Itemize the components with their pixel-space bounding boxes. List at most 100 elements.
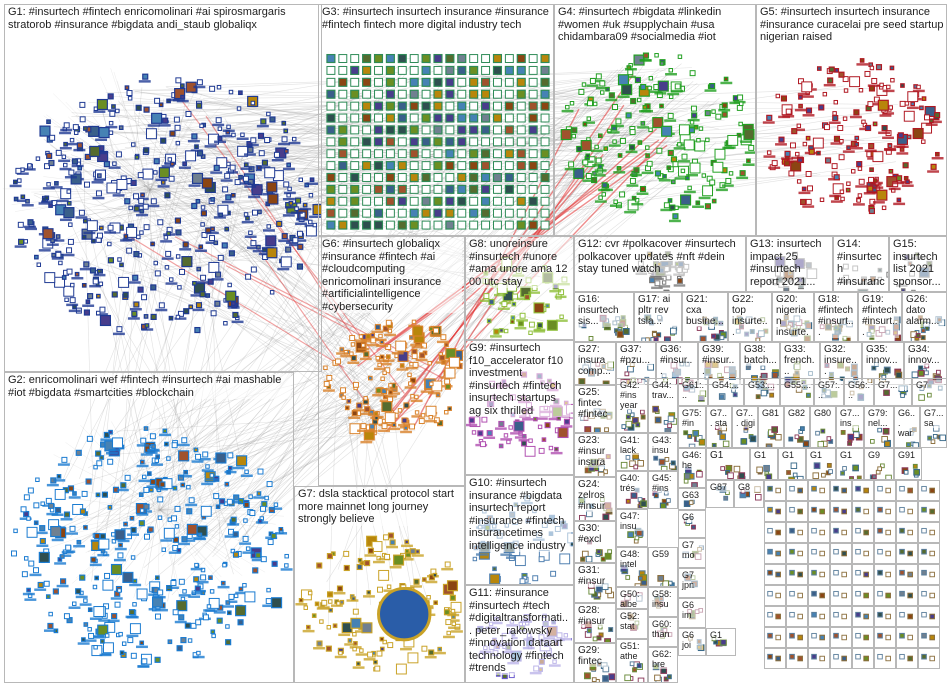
graph-node[interactable] — [494, 185, 502, 193]
graph-node[interactable] — [29, 561, 34, 566]
graph-node[interactable] — [886, 656, 891, 661]
graph-node[interactable] — [150, 488, 153, 491]
graph-node[interactable] — [237, 456, 247, 466]
graph-node[interactable] — [761, 366, 765, 370]
graph-node[interactable] — [697, 471, 703, 477]
graph-node[interactable] — [267, 248, 277, 258]
graph-node[interactable] — [158, 590, 163, 595]
graph-node[interactable] — [398, 138, 406, 146]
graph-node[interactable] — [561, 130, 571, 140]
graph-node[interactable] — [787, 471, 791, 475]
graph-node[interactable] — [108, 258, 113, 263]
graph-node[interactable] — [177, 601, 187, 611]
graph-node[interactable] — [853, 465, 859, 471]
graph-node[interactable] — [555, 447, 558, 450]
graph-node[interactable] — [633, 668, 637, 672]
graph-node[interactable] — [505, 174, 513, 182]
graph-node[interactable] — [266, 599, 271, 604]
graph-node[interactable] — [790, 507, 795, 512]
graph-node[interactable] — [34, 568, 39, 573]
graph-node[interactable] — [195, 328, 200, 333]
graph-node[interactable] — [44, 581, 49, 586]
graph-node[interactable] — [806, 172, 811, 177]
graph-node[interactable] — [856, 528, 861, 533]
graph-node[interactable] — [857, 476, 861, 479]
graph-node[interactable] — [339, 138, 347, 146]
graph-node[interactable] — [396, 664, 406, 674]
graph-node[interactable] — [189, 305, 192, 308]
graph-node[interactable] — [661, 466, 667, 470]
graph-node[interactable] — [181, 95, 184, 98]
graph-node[interactable] — [884, 390, 890, 396]
graph-node[interactable] — [632, 196, 635, 199]
graph-node[interactable] — [36, 478, 39, 481]
graph-node[interactable] — [529, 439, 532, 442]
graph-node[interactable] — [482, 174, 490, 182]
graph-node[interactable] — [225, 227, 228, 230]
graph-node[interactable] — [908, 92, 918, 102]
graph-node[interactable] — [312, 614, 315, 617]
graph-node[interactable] — [50, 135, 55, 140]
graph-node[interactable] — [936, 370, 940, 374]
graph-node[interactable] — [487, 319, 490, 322]
graph-node[interactable] — [308, 591, 311, 594]
graph-node[interactable] — [350, 352, 353, 355]
graph-node[interactable] — [176, 315, 179, 318]
graph-node[interactable] — [47, 153, 52, 158]
graph-node[interactable] — [405, 540, 408, 543]
graph-node[interactable] — [109, 430, 112, 433]
graph-node[interactable] — [69, 223, 72, 226]
graph-node[interactable] — [505, 78, 513, 86]
graph-node[interactable] — [363, 78, 371, 86]
graph-node[interactable] — [408, 653, 418, 663]
graph-node[interactable] — [722, 112, 727, 117]
graph-node[interactable] — [103, 580, 113, 590]
graph-node[interactable] — [351, 221, 359, 229]
graph-node[interactable] — [930, 530, 935, 535]
graph-node[interactable] — [195, 563, 198, 566]
graph-node[interactable] — [635, 536, 639, 540]
graph-node[interactable] — [494, 162, 502, 170]
graph-node[interactable] — [92, 239, 95, 242]
graph-node[interactable] — [315, 602, 318, 605]
graph-node[interactable] — [434, 150, 442, 158]
graph-node[interactable] — [458, 174, 466, 182]
graph-node[interactable] — [665, 429, 671, 432]
graph-node[interactable] — [421, 414, 424, 417]
graph-node[interactable] — [370, 424, 375, 429]
graph-node[interactable] — [768, 591, 773, 596]
graph-node[interactable] — [91, 268, 96, 273]
graph-node[interactable] — [517, 114, 525, 122]
graph-node[interactable] — [801, 427, 805, 431]
graph-node[interactable] — [598, 472, 604, 476]
graph-node[interactable] — [601, 557, 605, 561]
graph-node[interactable] — [790, 486, 795, 491]
graph-node[interactable] — [212, 634, 215, 637]
graph-node[interactable] — [353, 633, 356, 636]
graph-node[interactable] — [293, 238, 298, 243]
graph-node[interactable] — [150, 479, 155, 484]
graph-node[interactable] — [120, 651, 123, 654]
graph-node[interactable] — [266, 236, 276, 246]
graph-node[interactable] — [620, 138, 625, 143]
graph-node[interactable] — [286, 247, 291, 252]
graph-node[interactable] — [870, 66, 873, 69]
graph-node[interactable] — [660, 104, 663, 107]
graph-node[interactable] — [328, 592, 333, 597]
graph-node[interactable] — [820, 593, 825, 598]
graph-node[interactable] — [201, 223, 204, 226]
graph-node[interactable] — [517, 90, 525, 98]
graph-node[interactable] — [917, 85, 920, 88]
graph-node[interactable] — [913, 443, 919, 447]
graph-node[interactable] — [186, 151, 196, 161]
graph-node[interactable] — [100, 307, 105, 312]
graph-node[interactable] — [368, 548, 373, 553]
graph-node[interactable] — [412, 320, 415, 323]
graph-node[interactable] — [79, 210, 84, 215]
graph-node[interactable] — [470, 102, 478, 110]
graph-node[interactable] — [351, 138, 359, 146]
graph-node[interactable] — [522, 435, 525, 438]
graph-node[interactable] — [820, 198, 823, 201]
graph-node[interactable] — [165, 266, 168, 269]
graph-node[interactable] — [164, 236, 167, 239]
